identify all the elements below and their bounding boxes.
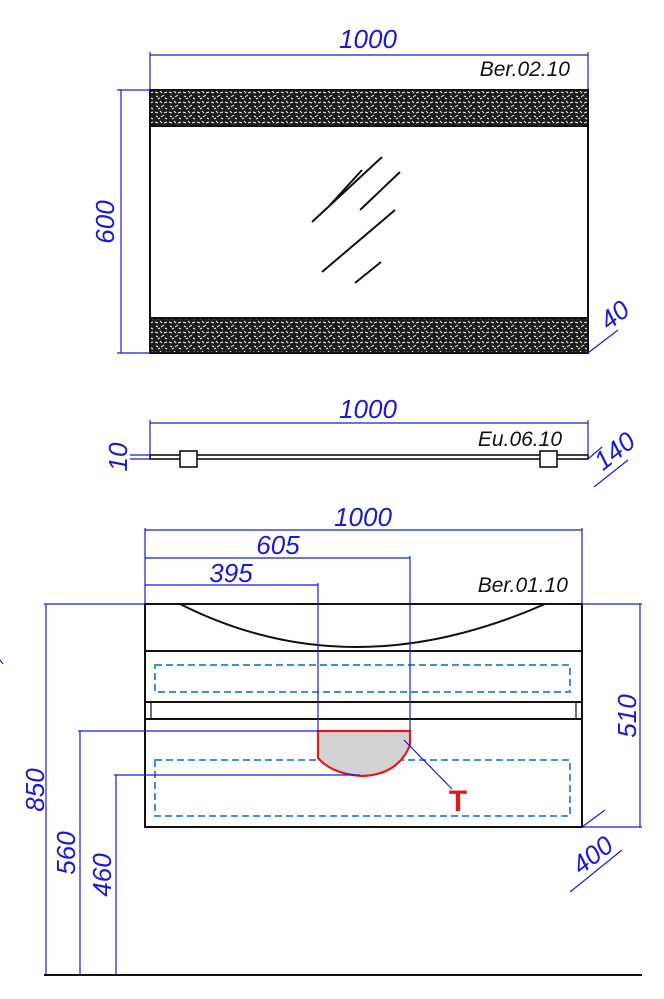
floor-height-850-label: 850 <box>20 768 50 812</box>
lower-drawer-outline <box>154 759 571 817</box>
floor-height-850-dimension: 850 <box>20 603 145 975</box>
mirror-model-label: Ber.02.10 <box>480 58 571 81</box>
cabinet-395-label: 395 <box>209 558 253 588</box>
floor-height-560-label: 560 <box>51 831 81 875</box>
cabinet-depth-label: 400 <box>566 829 619 880</box>
cabinet-view: T 1000 605 395 Ber.01.10 510 <box>20 502 642 976</box>
mirror-width-label: 1000 <box>339 24 397 54</box>
mirror-frame <box>149 89 589 354</box>
washbasin-bowl-curve <box>179 603 546 648</box>
mirror-depth-dimension: 40 <box>587 294 636 354</box>
cabinet-width-dimension: 1000 <box>144 502 583 604</box>
shelf-thickness-label: 10 <box>103 442 133 471</box>
shelf-width-label: 1000 <box>339 394 397 424</box>
mirror-depth-label: 40 <box>594 294 636 336</box>
cabinet-height-label: 510 <box>612 694 642 738</box>
mirror-bottom-pattern-band <box>149 317 589 354</box>
mirror-width-dimension: 1000 <box>149 24 589 90</box>
shelf-width-dimension: 1000 <box>149 394 589 455</box>
shelf-thickness-dimension: 10 <box>103 442 150 471</box>
siphon-cutout <box>316 729 412 778</box>
shelf-view: 1000 Eu.06.10 10 140 <box>103 394 641 488</box>
floor-height-460-label: 460 <box>87 853 117 897</box>
mirror-height-dimension: 600 <box>90 89 150 354</box>
cabinet-605-dimension: 605 <box>145 530 411 731</box>
siphon-marker-label: T <box>449 785 467 818</box>
upper-drawer-outline <box>154 664 571 693</box>
floor-height-560-dimension: 560 <box>51 730 318 975</box>
cabinet-395-dimension: 395 <box>145 558 319 731</box>
shelf-bracket-right <box>539 450 558 468</box>
shelf-board <box>149 454 589 460</box>
mirror-view: 1000 Ber.02.10 600 40 <box>90 24 636 354</box>
siphon-leader-line <box>403 739 453 790</box>
shelf-depth-dimension: 140 <box>587 425 641 488</box>
cabinet-605-label: 605 <box>256 530 300 560</box>
mirror-height-label: 600 <box>90 200 120 244</box>
cabinet-model-label: Ber.01.10 <box>478 574 569 597</box>
shelf-bracket-left <box>179 450 198 468</box>
mirror-top-pattern-band <box>149 89 589 127</box>
cabinet-width-label: 1000 <box>334 502 392 532</box>
cabinet-body <box>144 650 583 828</box>
shelf-depth-label: 140 <box>588 425 641 476</box>
cabinet-depth-dimension: 400 <box>566 809 623 893</box>
floor-height-460-dimension: 460 <box>87 774 360 975</box>
washbasin-top <box>144 603 583 652</box>
cabinet-height-dimension: 510 <box>582 603 642 828</box>
mirror-glare-lines <box>311 156 401 284</box>
edge-mark <box>0 659 4 665</box>
shelf-model-label: Eu.06.10 <box>478 428 562 451</box>
